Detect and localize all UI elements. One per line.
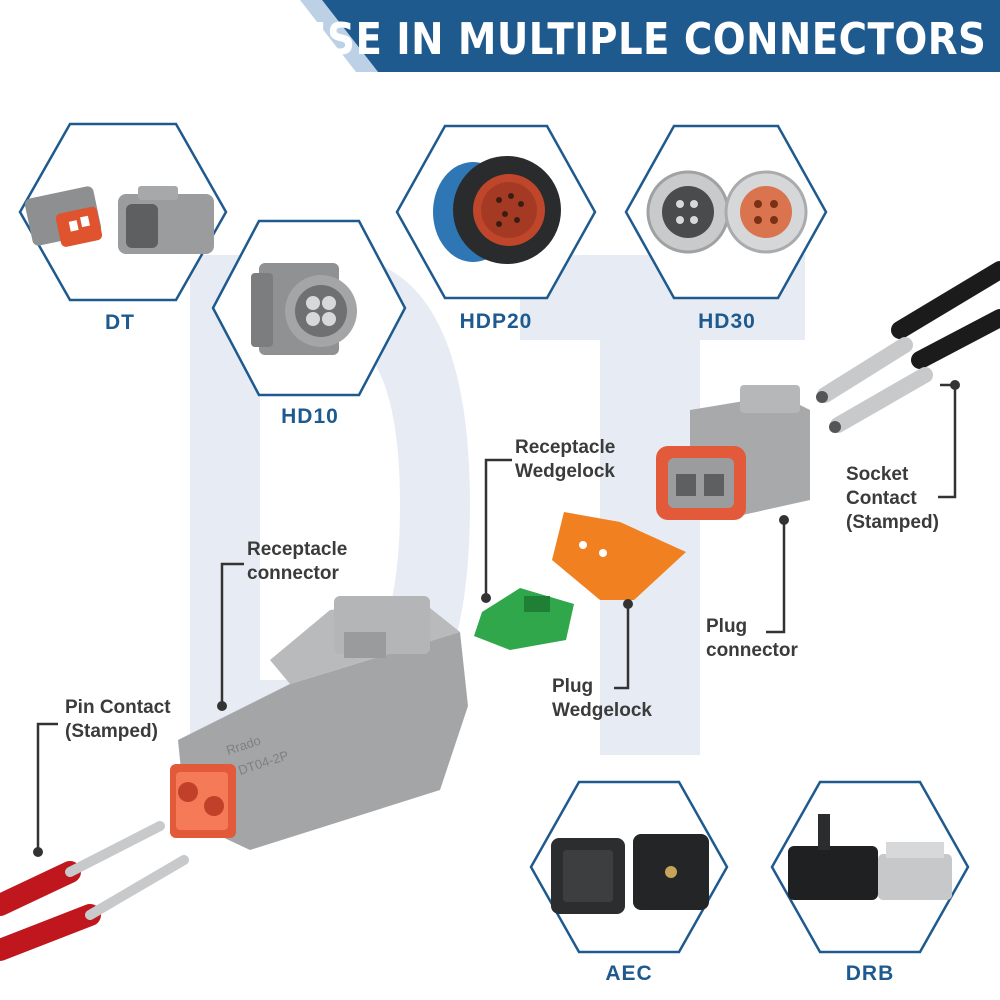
plug-connector-image [656,385,810,520]
title-banner [300,0,1000,72]
callout-receptacle-connector: Receptacle connector [247,539,348,584]
hex-dt [18,122,228,302]
hex-label-hd10: HD10 [281,405,339,428]
callout-socket-contact: Socket Contact (Stamped) [846,464,939,533]
hex-hd10 [211,219,407,397]
hd30-connector-image [646,170,808,254]
hex-aec [529,780,729,954]
hex-label-aec: AEC [605,962,653,985]
callout-plug-connector: Plug connector [706,616,798,661]
hex-label-drb: DRB [845,962,895,985]
pin-contact-image [0,821,189,961]
hex-hdp20 [395,124,597,300]
callout-plug-wedgelock: Plug Wedgelock [552,676,652,721]
callout-pin-contact: Pin Contact (Stamped) [65,697,171,742]
plug-wedgelock-image [552,512,686,600]
aec-connector-image [551,834,709,914]
receptacle-wedgelock-image [474,588,574,650]
hex-label-dt: DT [105,311,135,334]
hd10-connector-image [251,263,357,355]
socket-contact-image [816,261,1000,433]
hdp20-connector-image [433,156,561,264]
hex-drb [770,780,970,954]
hex-label-hdp20: HDP20 [459,310,533,333]
dt-connector-image [24,186,214,254]
receptacle-connector-image: Rrado DT04-2P [170,596,468,850]
banner-title: USE IN MULTIPLE CONNECTORS [294,14,986,65]
drb-connector-image [788,814,952,900]
hex-hd30 [624,124,828,300]
hex-label-hd30: HD30 [698,310,756,333]
callout-receptacle-wedgelock: Receptacle Wedgelock [515,437,616,482]
